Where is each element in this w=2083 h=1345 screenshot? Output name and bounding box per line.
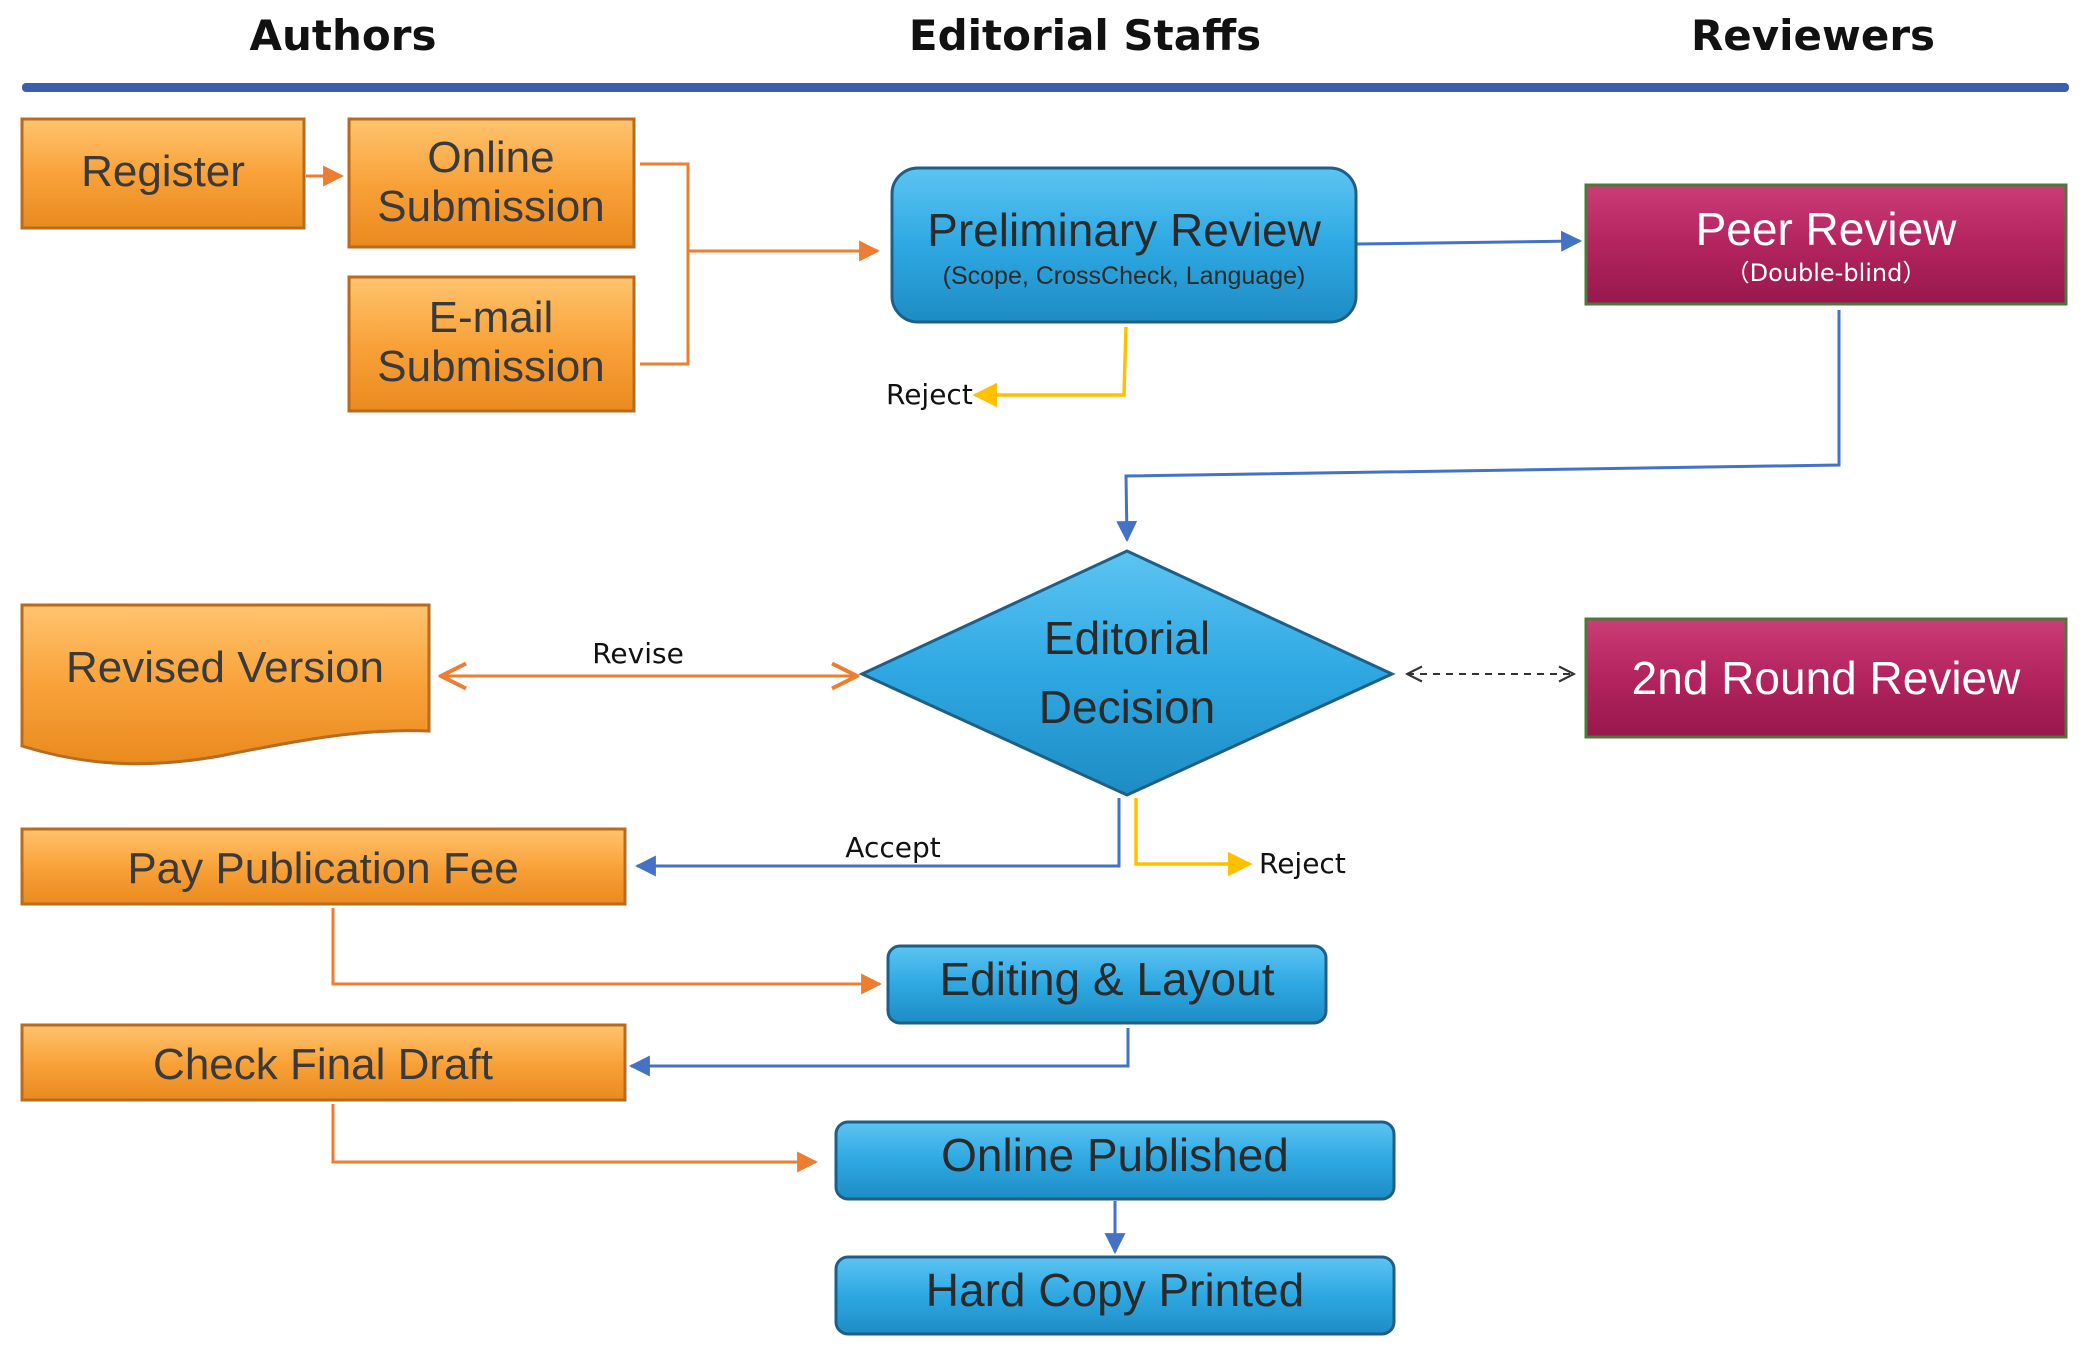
edge-preliminary-reject	[972, 326, 1128, 408]
node-pay-fee: Pay Publication Fee	[20, 827, 627, 906]
label-reject-decision: Reject	[1259, 847, 1346, 880]
node-peer-title: Peer Review	[1696, 203, 1958, 255]
node-hard-copy-label: Hard Copy Printed	[926, 1264, 1304, 1316]
node-register: Register	[20, 117, 306, 230]
node-second-round-label: 2nd Round Review	[1632, 652, 2021, 704]
node-email-submission: E-mail Submission	[347, 275, 636, 413]
node-pay-fee-label: Pay Publication Fee	[127, 844, 518, 893]
node-preliminary-title: Preliminary Review	[927, 204, 1321, 256]
node-editing-layout: Editing & Layout	[886, 944, 1328, 1025]
label-revise: Revise	[592, 637, 684, 670]
node-check-final: Check Final Draft	[20, 1023, 627, 1102]
header-editorial-staffs: Editorial Staffs	[909, 11, 1261, 60]
edge-preliminary-to-peer	[1356, 230, 1583, 252]
node-online-submission: Online Submission	[347, 117, 636, 249]
node-decision-line2: Decision	[1039, 681, 1215, 733]
edge-decision-reject	[1134, 798, 1253, 877]
node-online-published-label: Online Published	[941, 1129, 1289, 1181]
node-revised-version: Revised Version	[20, 603, 431, 766]
node-editorial-decision: Editorial Decision	[858, 549, 1396, 797]
edge-fee-to-editing	[331, 908, 883, 995]
node-online-submission-line2: Submission	[377, 182, 604, 231]
edge-peer-to-decision	[1116, 310, 1841, 543]
edge-editing-to-check	[628, 1028, 1130, 1077]
edge-accept	[634, 798, 1121, 877]
node-online-published: Online Published	[834, 1120, 1396, 1201]
node-peer-subtitle: （Double-blind）	[1726, 259, 1927, 287]
node-email-submission-line2: Submission	[377, 342, 604, 391]
edge-online-bracket	[640, 162, 690, 366]
node-register-label: Register	[81, 147, 245, 196]
node-preliminary-review: Preliminary Review (Scope, CrossCheck, L…	[890, 166, 1358, 324]
label-accept: Accept	[845, 831, 940, 864]
label-reject-preliminary: Reject	[886, 378, 973, 411]
node-online-submission-line1: Online	[427, 133, 554, 182]
node-editing-label: Editing & Layout	[939, 953, 1274, 1005]
node-preliminary-subtitle: (Scope, CrossCheck, Language)	[943, 262, 1306, 290]
node-check-final-label: Check Final Draft	[153, 1040, 493, 1089]
node-revised-label: Revised Version	[66, 643, 384, 692]
header-authors: Authors	[250, 11, 437, 60]
edge-check-to-published	[331, 1104, 819, 1173]
header-divider	[22, 83, 2069, 92]
node-second-round-review: 2nd Round Review	[1584, 617, 2068, 739]
node-decision-line1: Editorial	[1044, 612, 1210, 664]
node-peer-review: Peer Review （Double-blind）	[1584, 183, 2068, 306]
node-hard-copy: Hard Copy Printed	[834, 1255, 1396, 1336]
node-email-submission-line1: E-mail	[429, 293, 554, 342]
header-reviewers: Reviewers	[1691, 11, 1935, 60]
